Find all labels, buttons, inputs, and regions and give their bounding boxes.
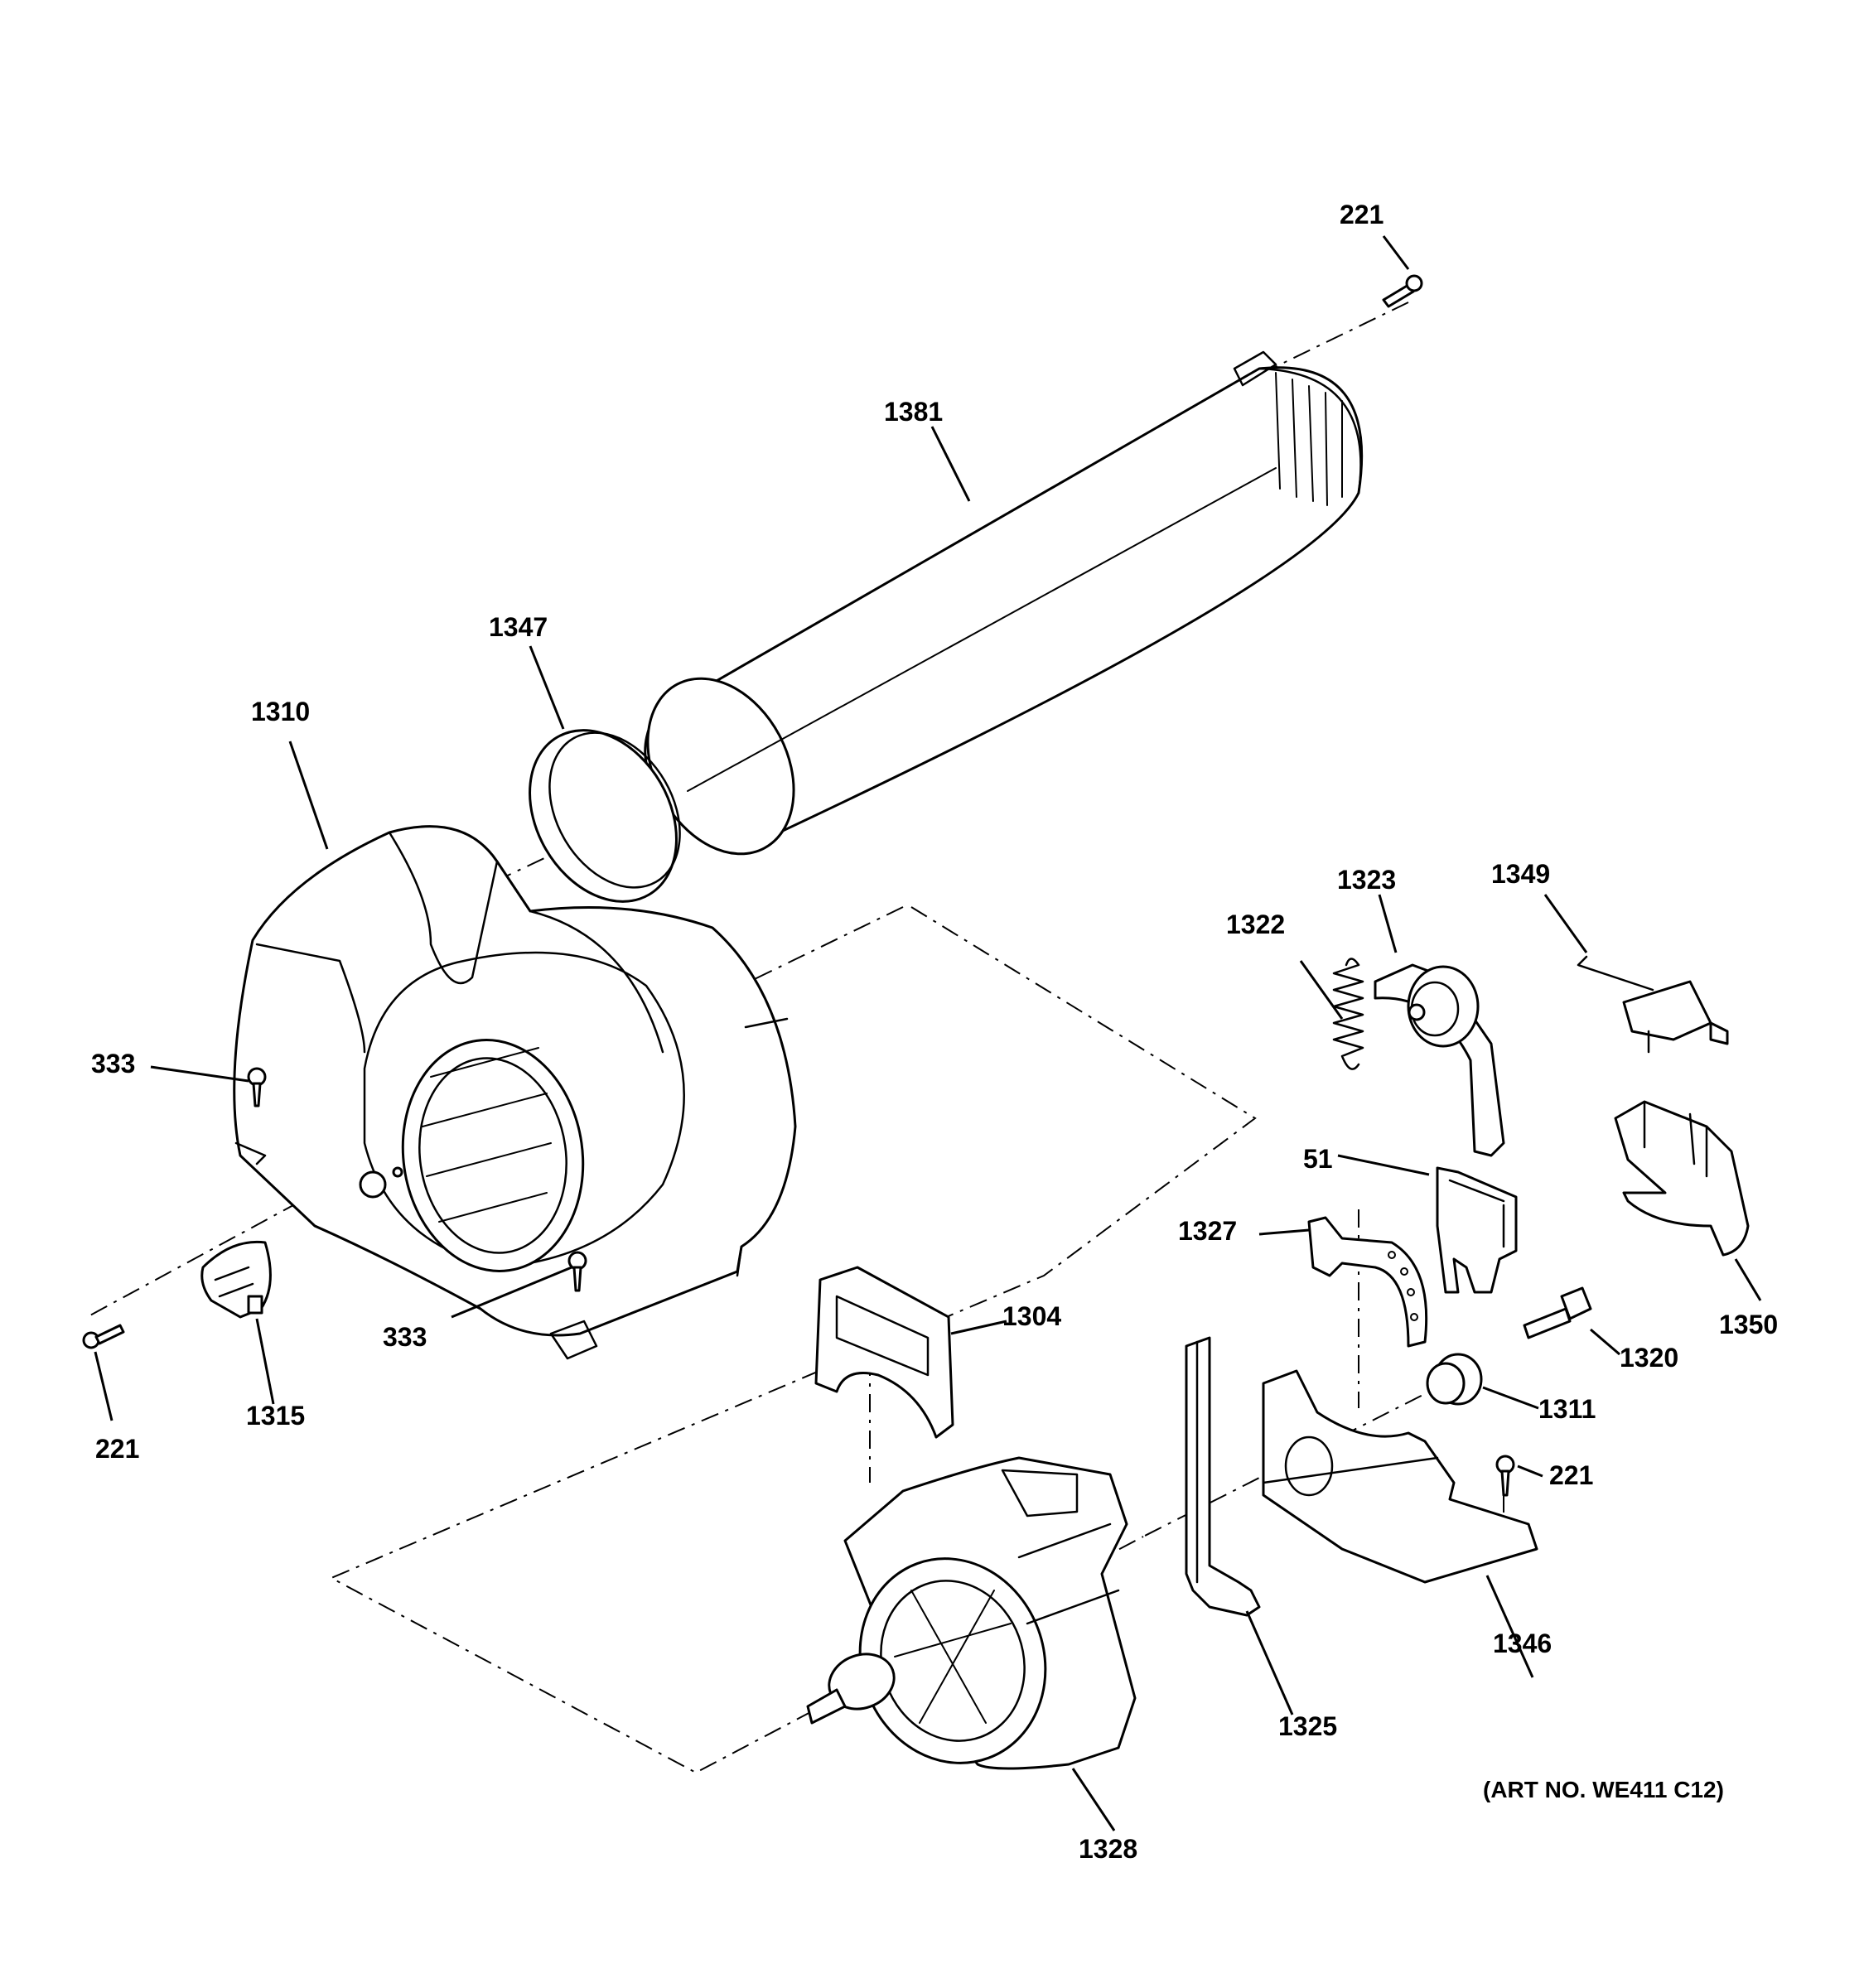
seal-1304 [814,1266,954,1439]
leader-lines [94,235,1762,1831]
callout-1350: 1350 [1719,1310,1778,1339]
roller-1311 [1426,1353,1483,1406]
callout-1349: 1349 [1491,859,1550,889]
thermostat-1315 [200,1240,272,1319]
idler-pulley-1323 [1374,963,1505,1157]
callout-labels: 221 1381 1347 1310 333 333 221 1315 1322… [91,200,1778,1864]
callout-1320: 1320 [1620,1343,1678,1373]
art-number: (ART NO. WE411 C12) [1483,1777,1724,1802]
callout-1304: 1304 [1002,1301,1061,1331]
callout-1322: 1322 [1226,910,1285,939]
callout-1327: 1327 [1178,1216,1237,1246]
screw-221-left [82,1324,125,1349]
screw-333-left [247,1067,267,1107]
spring-1322 [1332,958,1364,1070]
callout-1328: 1328 [1079,1834,1137,1864]
duct-seal-1325 [1185,1336,1261,1617]
callout-221-top: 221 [1340,200,1384,229]
callout-333-left: 333 [91,1049,135,1078]
screw-221-top [1382,274,1423,308]
exhaust-duct-1381 [644,350,1364,856]
bolt-1320 [1523,1286,1592,1339]
switch-bracket-1350 [1614,1100,1750,1257]
belt-strap-1327 [1307,1216,1428,1348]
callout-1347: 1347 [489,612,548,642]
callout-1311: 1311 [1538,1394,1596,1424]
callout-1323: 1323 [1337,865,1396,895]
callout-1310: 1310 [251,697,310,726]
bracket-51 [1436,1166,1518,1294]
blower-housing-1310 [233,825,797,1360]
screw-333-bottom [567,1251,587,1292]
screw-221-right [1495,1455,1515,1497]
callout-51: 51 [1303,1144,1333,1174]
micro-switch-1349 [1577,955,1729,1054]
callout-1315: 1315 [246,1401,305,1431]
callout-221-left: 221 [95,1434,139,1464]
callout-1381: 1381 [884,397,943,427]
callout-221-right: 221 [1549,1460,1593,1490]
duct-ring-1347 [529,729,681,903]
callout-1325: 1325 [1278,1711,1337,1741]
motor-mount-1346 [1262,1369,1538,1584]
callout-333-bottom: 333 [383,1322,427,1352]
callout-1346: 1346 [1493,1629,1552,1658]
drive-motor-1328 [806,1456,1137,1770]
